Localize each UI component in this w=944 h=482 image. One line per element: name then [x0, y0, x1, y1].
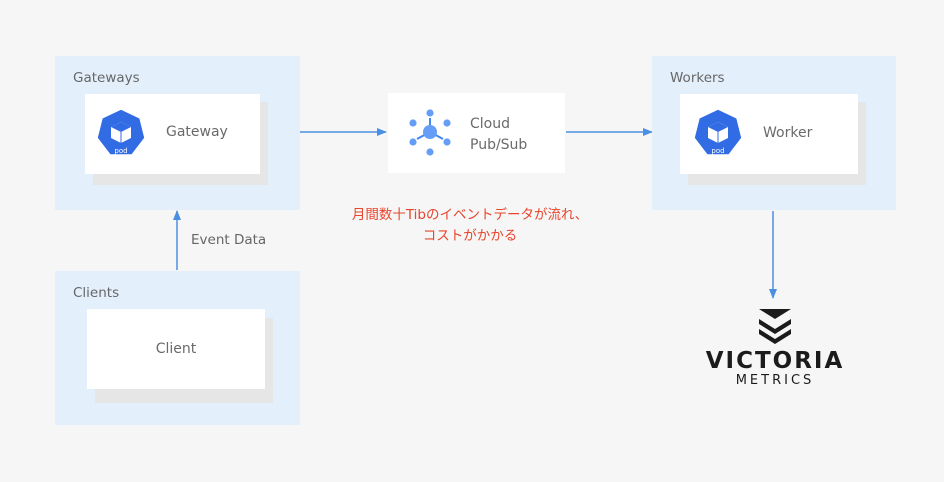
event-data-label: Event Data — [191, 232, 267, 248]
clients-group-label: Clients — [73, 285, 120, 301]
pod-icon-text: pod — [711, 147, 724, 155]
victoria-metrics-sub: METRICS — [735, 373, 815, 388]
worker-label: Worker — [763, 125, 813, 141]
cost-annotation-line1: 月間数十Tibのイベントデータが流れ、 — [351, 207, 589, 223]
workers-group-label: Workers — [670, 70, 725, 86]
pubsub-label-line1: Cloud — [470, 116, 510, 132]
victoria-metrics-word: VICTORIA — [705, 348, 845, 374]
cost-annotation-line2: コストがかかる — [422, 228, 518, 244]
pod-icon-text: pod — [114, 147, 127, 155]
worker-card[interactable]: pod Worker — [680, 94, 858, 174]
victoria-metrics-logo: VICTORIA METRICS — [700, 305, 850, 389]
client-card[interactable]: Client — [87, 309, 265, 389]
kubernetes-pod-icon: pod — [96, 108, 146, 156]
gateway-card[interactable]: pod Gateway — [85, 94, 260, 174]
gateway-label: Gateway — [166, 124, 228, 140]
pubsub-card[interactable]: Cloud Pub/Sub — [388, 93, 565, 173]
cost-annotation: 月間数十Tibのイベントデータが流れ、 コストがかかる — [330, 205, 610, 247]
victoria-metrics-logo-icon — [759, 309, 791, 344]
kubernetes-pod-icon: pod — [693, 108, 743, 156]
pubsub-label-line2: Pub/Sub — [470, 137, 528, 153]
client-label: Client — [155, 341, 197, 357]
gateways-group-label: Gateways — [73, 70, 140, 86]
cloud-pubsub-icon — [409, 109, 451, 156]
